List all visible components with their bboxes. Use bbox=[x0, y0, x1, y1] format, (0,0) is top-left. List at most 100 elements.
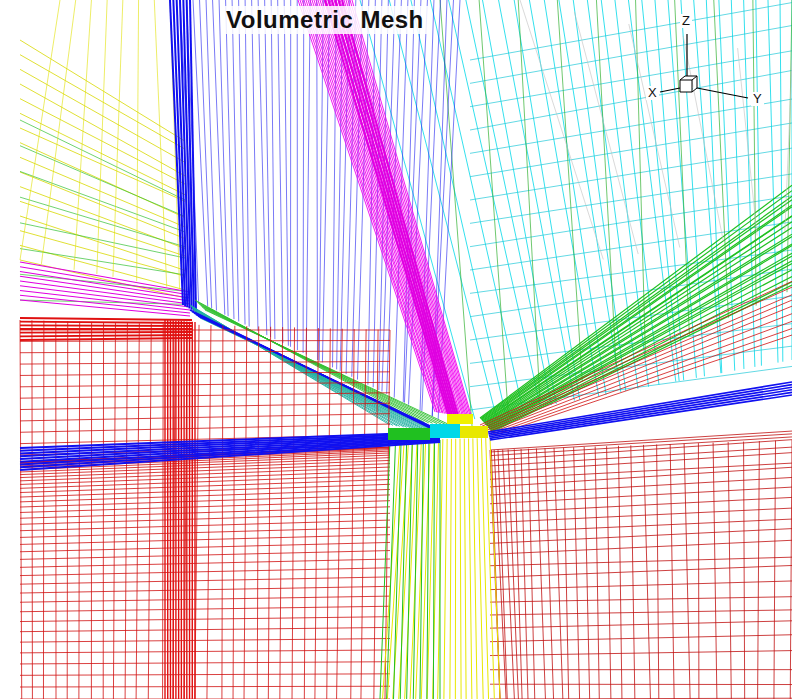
mesh-line bbox=[400, 440, 406, 699]
mesh-line bbox=[20, 330, 390, 331]
mesh-line bbox=[450, 439, 452, 699]
mesh-line bbox=[20, 295, 190, 313]
mesh-line bbox=[490, 438, 500, 699]
mesh-line bbox=[490, 621, 792, 628]
mesh-line bbox=[324, 0, 453, 415]
mesh-line bbox=[574, 447, 580, 699]
mesh-line bbox=[300, 0, 437, 412]
mesh-line bbox=[20, 460, 390, 474]
mesh-line bbox=[239, 0, 245, 325]
mesh-line bbox=[125, 323, 127, 699]
mesh-line bbox=[470, 3, 792, 60]
mesh-line bbox=[374, 330, 378, 699]
mesh-line bbox=[595, 447, 599, 699]
mesh-line bbox=[43, 321, 44, 699]
mesh-line bbox=[55, 321, 56, 699]
mesh-patch bbox=[430, 424, 460, 438]
mesh-line bbox=[271, 0, 275, 339]
mesh-line bbox=[528, 449, 534, 699]
mesh-line bbox=[520, 0, 603, 259]
mesh-line bbox=[470, 222, 792, 270]
mesh-line bbox=[490, 392, 792, 438]
mesh-line bbox=[328, 0, 455, 415]
mesh-line bbox=[489, 387, 792, 435]
mesh-line bbox=[20, 674, 390, 675]
mesh-line bbox=[455, 439, 456, 699]
mesh-line bbox=[629, 24, 680, 248]
mesh-line bbox=[684, 444, 690, 699]
mesh-line bbox=[20, 686, 390, 688]
mesh-line bbox=[41, 0, 75, 264]
mesh-line bbox=[20, 267, 190, 295]
mesh-line bbox=[20, 484, 390, 497]
mesh-line bbox=[20, 551, 390, 560]
mesh-line bbox=[20, 441, 440, 468]
mesh-line bbox=[486, 438, 495, 699]
axis-label: Z bbox=[680, 14, 692, 28]
mesh-line bbox=[20, 351, 390, 353]
mesh-line bbox=[78, 322, 80, 699]
mesh-line bbox=[338, 0, 463, 416]
mesh-line bbox=[490, 635, 792, 642]
mesh-line bbox=[181, 321, 182, 699]
mesh-line bbox=[404, 0, 420, 403]
mesh-line bbox=[20, 171, 185, 232]
mesh-line bbox=[292, 327, 294, 699]
mesh-line bbox=[503, 450, 515, 699]
axis-line bbox=[697, 88, 748, 98]
mesh-line bbox=[20, 606, 390, 612]
mesh-line bbox=[482, 205, 792, 421]
mesh-line bbox=[342, 0, 465, 417]
mesh-patch bbox=[447, 414, 473, 424]
mesh-patch bbox=[388, 428, 430, 440]
mesh-line bbox=[464, 439, 466, 699]
mesh-line bbox=[785, 60, 792, 231]
mesh-line bbox=[449, 0, 541, 407]
mesh-line bbox=[332, 0, 458, 416]
mesh-line bbox=[557, 0, 582, 381]
mesh-line bbox=[205, 310, 450, 425]
mesh-line bbox=[490, 684, 792, 685]
mesh-line bbox=[20, 542, 390, 551]
mesh-line bbox=[485, 222, 792, 424]
mesh-line bbox=[490, 477, 792, 495]
mesh-line bbox=[498, 450, 507, 699]
mesh-line bbox=[756, 0, 762, 366]
mesh-line bbox=[20, 495, 390, 507]
mesh-line bbox=[194, 322, 195, 699]
mesh-line bbox=[490, 529, 792, 544]
mesh-line bbox=[189, 322, 190, 699]
mesh-line bbox=[574, 12, 638, 254]
mesh-line bbox=[490, 565, 792, 577]
mesh-line bbox=[20, 146, 185, 217]
mesh-line bbox=[148, 324, 151, 699]
mesh-line bbox=[325, 0, 448, 414]
mesh-line bbox=[20, 216, 185, 270]
mesh-line bbox=[20, 507, 390, 518]
mesh-line bbox=[20, 318, 192, 320]
mesh-line bbox=[172, 321, 173, 699]
mesh-line bbox=[394, 440, 402, 699]
mesh-line bbox=[206, 0, 216, 311]
mesh-line bbox=[20, 467, 390, 481]
mesh-line bbox=[136, 323, 139, 699]
mesh-line bbox=[20, 361, 390, 364]
mesh-line bbox=[407, 440, 413, 699]
mesh-line bbox=[490, 263, 792, 429]
mesh-line bbox=[280, 327, 283, 699]
mesh-line bbox=[20, 535, 390, 545]
mesh-line bbox=[20, 372, 390, 376]
mesh-line bbox=[521, 449, 528, 699]
mesh-line bbox=[20, 320, 22, 699]
mesh-line bbox=[514, 449, 522, 699]
mesh-line bbox=[20, 596, 390, 602]
mesh-line bbox=[20, 489, 390, 501]
mesh-line bbox=[97, 0, 107, 274]
mesh-line bbox=[221, 325, 223, 699]
mesh-line bbox=[490, 395, 792, 440]
mesh-line bbox=[326, 0, 454, 415]
mesh-line bbox=[200, 0, 212, 308]
mesh-line bbox=[332, 0, 452, 415]
mesh-line bbox=[335, 0, 454, 415]
mesh-line bbox=[175, 321, 176, 699]
